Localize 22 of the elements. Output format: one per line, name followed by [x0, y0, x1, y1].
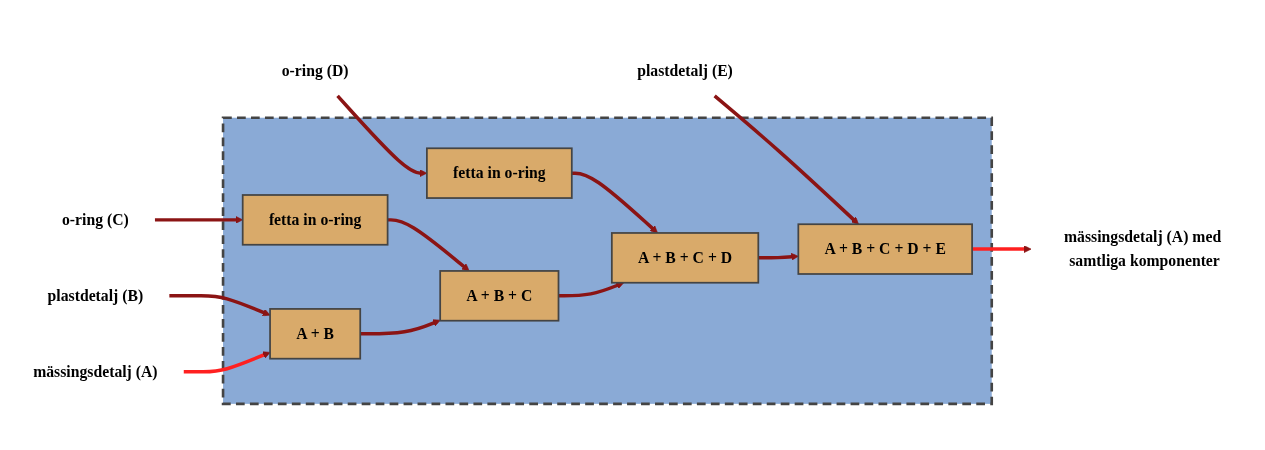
node-text: mässingsdetalj (A) med samtliga komponenter — [1063, 228, 1222, 270]
node-box: fetta in o-ring — [241, 194, 389, 246]
node-text: plastdetalj (B) — [47, 286, 144, 305]
cluster — [221, 116, 994, 406]
arrow — [571, 171, 658, 234]
arrow — [758, 253, 799, 261]
arrow — [387, 218, 470, 272]
node-box: fetta in o-ring — [426, 147, 573, 199]
node-text: o-ring (D) — [281, 61, 349, 80]
arrow — [713, 94, 859, 225]
node-text: plastdetalj (E) — [637, 61, 733, 80]
node-text: mässingsdetalj (A) — [33, 362, 158, 381]
arrow — [972, 245, 1032, 253]
arrow — [360, 319, 441, 336]
node-box: A + B — [269, 308, 362, 360]
arrow — [169, 294, 271, 317]
arrow — [183, 351, 271, 374]
node-text: o-ring (C) — [61, 210, 129, 229]
node-box: A + B + C — [439, 270, 560, 322]
node-box: A + B + C + D — [610, 232, 760, 284]
node-box: A + B + C + D + E — [797, 223, 973, 275]
arrow — [558, 281, 625, 298]
